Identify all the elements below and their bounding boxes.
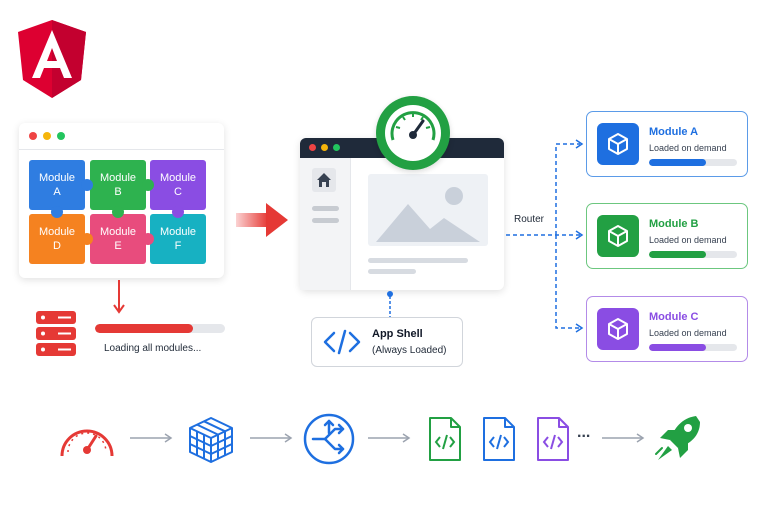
module-c-title: Module C [649, 311, 699, 323]
server-icon [36, 311, 76, 356]
cube-icon [597, 308, 639, 350]
arrow-right-icon [368, 433, 411, 443]
lazy-module-card-c[interactable]: Module C Loaded on demand [586, 296, 748, 362]
sidebar-line [312, 206, 339, 211]
rocket-icon [655, 416, 700, 460]
puzzle-knob [81, 179, 93, 191]
app-shell-box: App Shell (Always Loaded) [311, 317, 463, 367]
module-a-title: Module A [649, 126, 699, 138]
window-titlebar [19, 123, 224, 150]
module-c-progress [649, 344, 737, 351]
speedometer-icon [385, 105, 441, 161]
module-b-subtitle: Loaded on demand [649, 235, 727, 245]
maximize-dot [57, 132, 65, 140]
app-shell-subtitle: (Always Loaded) [372, 345, 447, 356]
minimize-dot [321, 144, 328, 151]
module-a-progress [649, 159, 737, 166]
lazy-module-card-b[interactable]: Module B Loaded on demand [586, 203, 748, 269]
cube-icon [597, 215, 639, 257]
code-file-icon [429, 417, 461, 461]
puzzle-knob [112, 206, 124, 218]
close-dot [309, 144, 316, 151]
cube-grid-icon [189, 417, 233, 463]
sidebar-line [312, 218, 339, 223]
router-icon [303, 413, 355, 465]
ellipsis: ... [577, 424, 591, 441]
puzzle-knob [142, 179, 154, 191]
shell-connector [387, 291, 393, 318]
angular-logo: A [16, 18, 88, 100]
speedometer-icon [60, 429, 114, 457]
minimize-dot [43, 132, 51, 140]
lazy-module-card-a[interactable]: Module A Loaded on demand [586, 111, 748, 177]
close-dot [29, 132, 37, 140]
cube-icon [597, 123, 639, 165]
arrow-right-icon [130, 433, 173, 443]
arrow-right-icon [602, 433, 645, 443]
puzzle-knob [172, 206, 184, 218]
module-a-progress-fill [649, 159, 707, 166]
loading-progress-fill [95, 324, 193, 333]
content-line [368, 258, 468, 263]
image-placeholder-icon [368, 174, 488, 246]
maximize-dot [333, 144, 340, 151]
down-arrow-icon [113, 280, 125, 314]
code-file-icon [483, 417, 515, 461]
router-connectors [506, 139, 584, 333]
code-file-icon [537, 417, 569, 461]
puzzle-knob [142, 233, 154, 245]
module-c-subtitle: Loaded on demand [649, 328, 727, 338]
home-icon[interactable] [312, 168, 336, 192]
arrow-right-icon [250, 433, 293, 443]
puzzle-knob [51, 206, 63, 218]
content-line [368, 269, 416, 274]
router-label: Router [514, 214, 545, 225]
speedometer-badge [376, 96, 450, 170]
module-b-progress-fill [649, 251, 707, 258]
app-shell-title: App Shell [372, 328, 423, 340]
loading-text: Loading all modules... [104, 343, 202, 354]
app-sidebar [300, 158, 351, 290]
module-c-progress-fill [649, 344, 707, 351]
module-b-title: Module B [649, 218, 699, 230]
module-a-subtitle: Loaded on demand [649, 143, 727, 153]
right-arrow-icon [236, 203, 288, 237]
code-icon [323, 329, 361, 355]
loading-progress-bar [95, 324, 225, 333]
puzzle-knob [81, 233, 93, 245]
module-b-progress [649, 251, 737, 258]
